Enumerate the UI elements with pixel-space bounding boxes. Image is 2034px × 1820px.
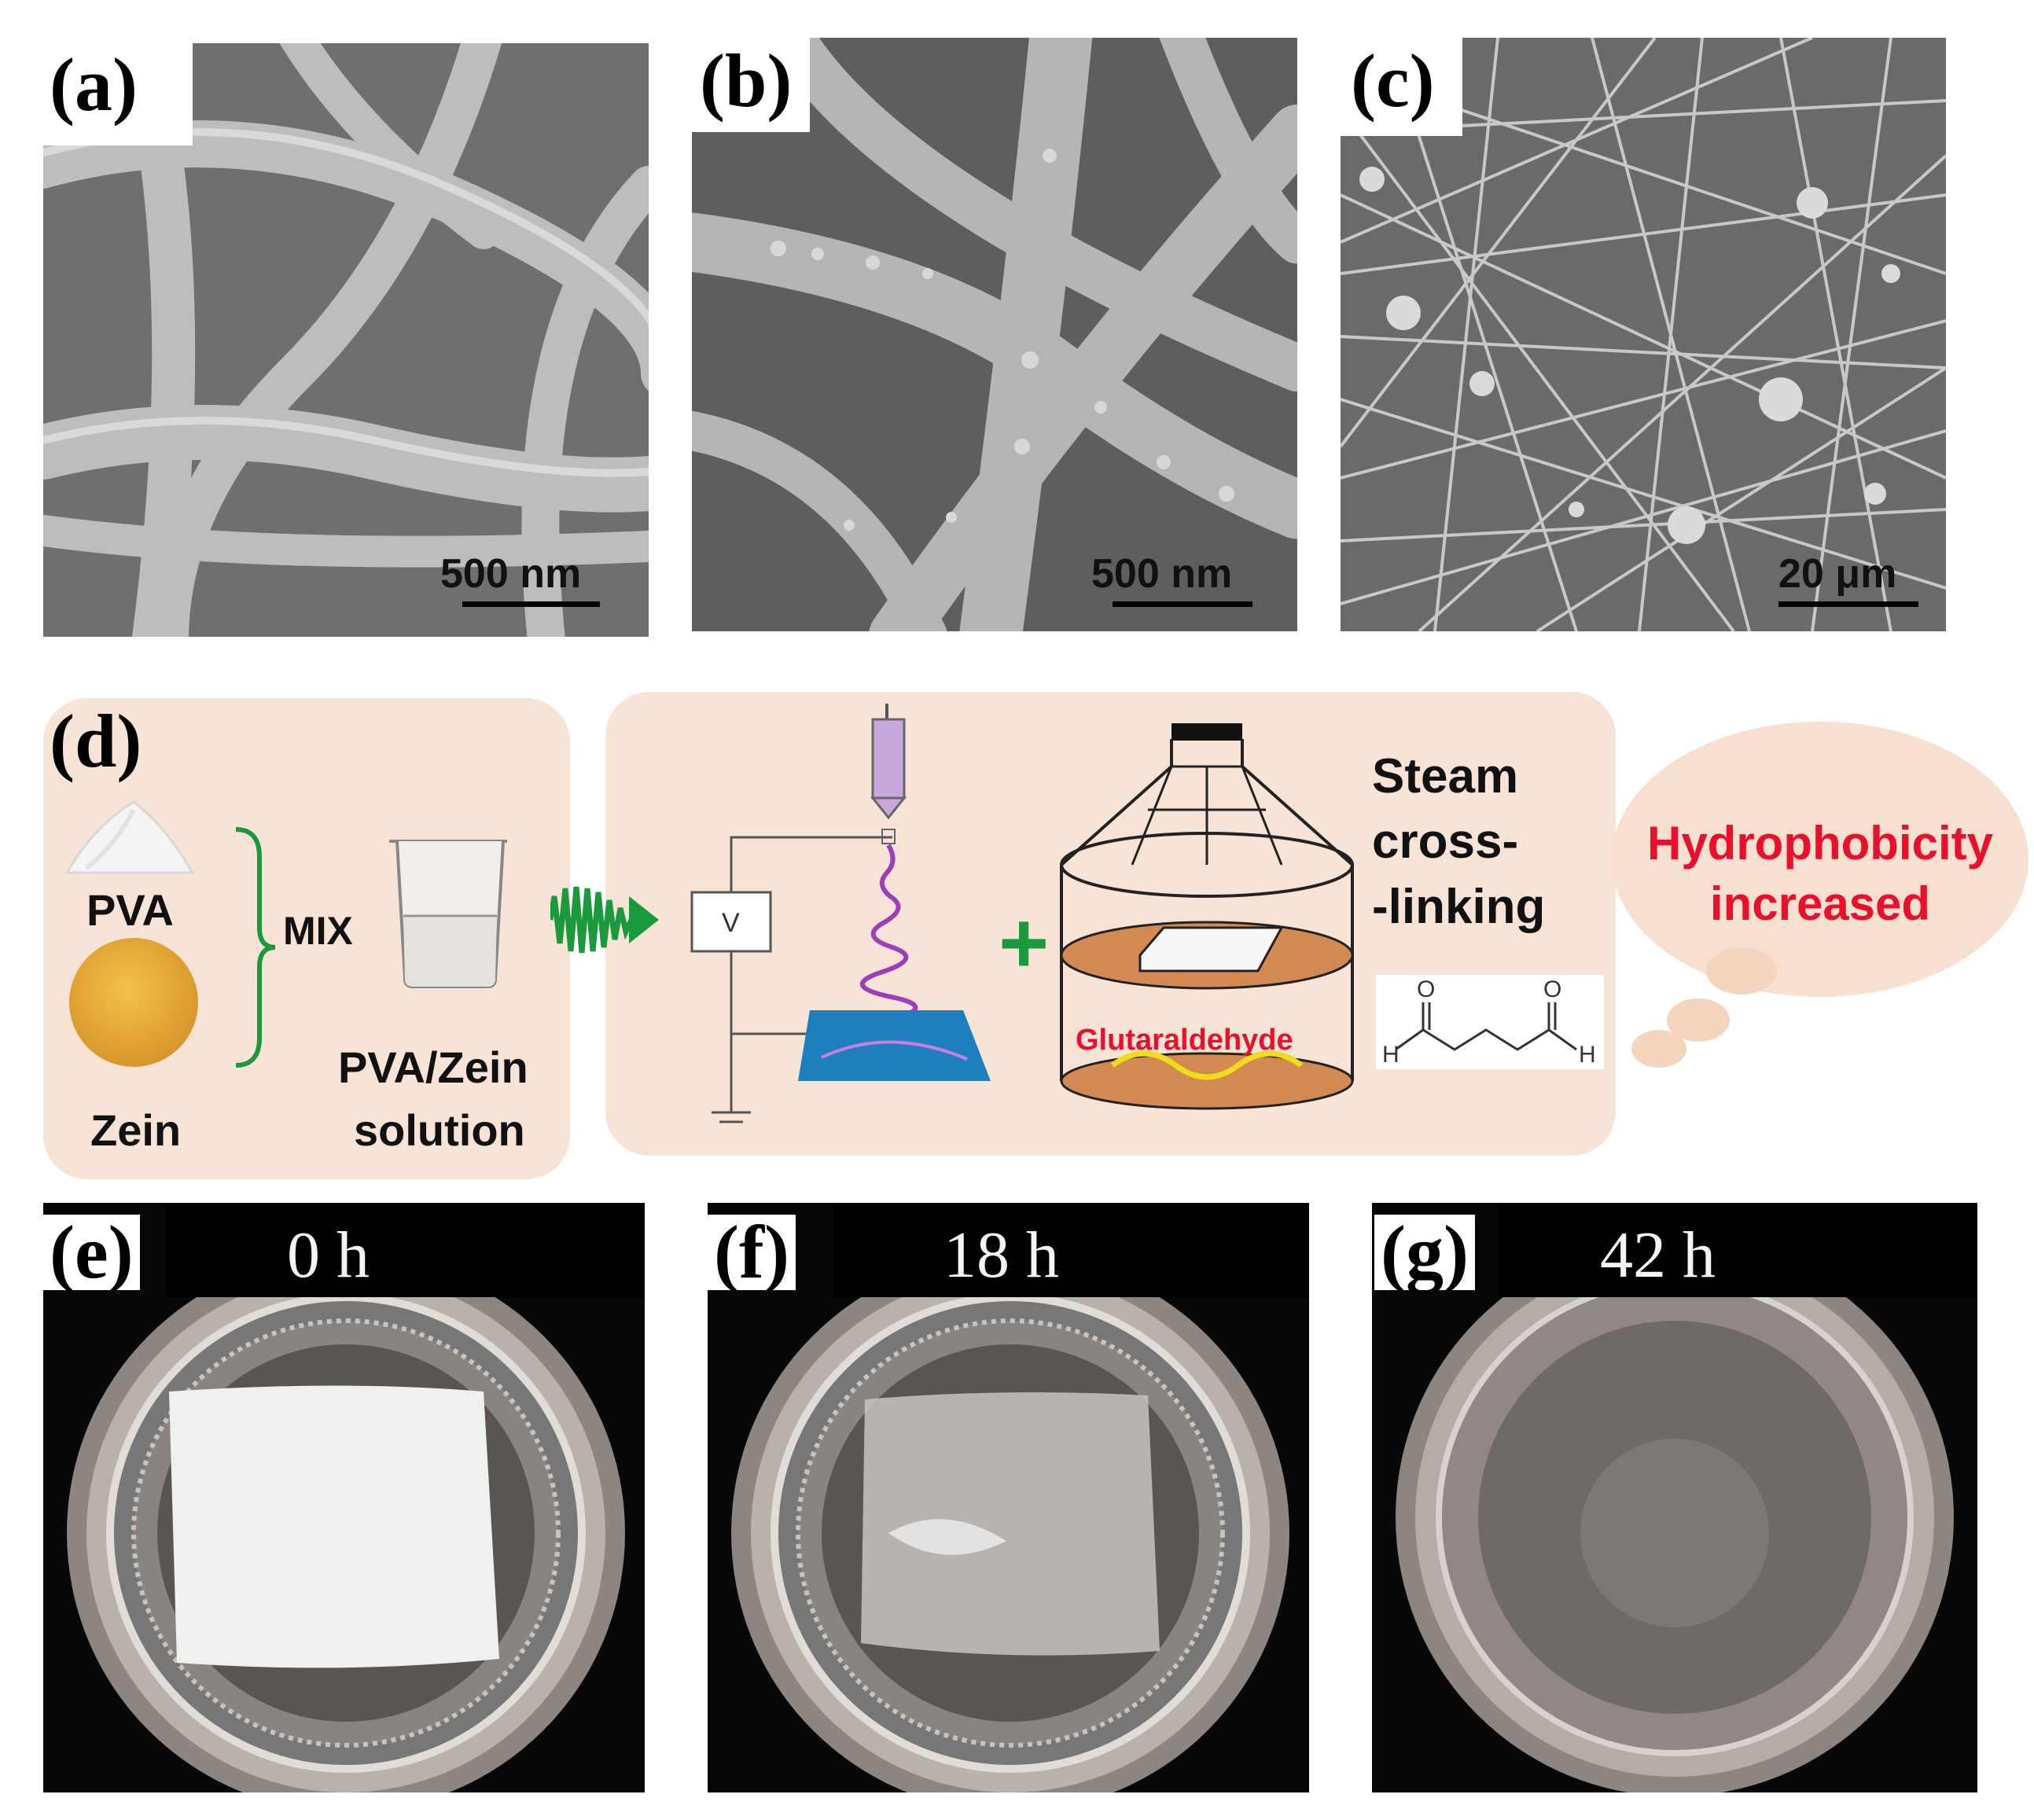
panel-label-b: (b) [693, 43, 799, 119]
time-label-e: 0 h [287, 1219, 370, 1292]
pva-label: PVA [86, 885, 174, 935]
solution-label-line2: solution [354, 1105, 525, 1155]
photo-e [43, 1203, 645, 1792]
voltage-label: V [722, 908, 740, 938]
dish-photo-g [1372, 1203, 1977, 1792]
scale-bar-c [1778, 601, 1918, 607]
pva-powder-icon [64, 800, 195, 874]
sem-image-c [1341, 38, 1946, 631]
scale-bar-b [1113, 601, 1252, 607]
nanofiber-texture-b [692, 38, 1297, 631]
sem-image-a [43, 43, 649, 637]
hydrogen-right: H [1579, 1042, 1596, 1068]
time-bar-f [833, 1203, 1309, 1297]
wave-arrow-icon [550, 886, 659, 954]
steam-label-line3: -linking [1372, 880, 1546, 934]
beaker-icon [389, 840, 507, 988]
oxygen-right: O [1543, 976, 1562, 1002]
photo-g [1372, 1203, 1977, 1792]
scale-bar-a [462, 601, 600, 607]
time-label-f: 18 h [943, 1219, 1059, 1292]
zein-label: Zein [90, 1105, 182, 1155]
steam-label-line1: Steam [1372, 749, 1519, 803]
panel-label-g: (g) [1374, 1215, 1475, 1290]
scale-label-b: 500 nm [1091, 551, 1233, 597]
oxygen-left: O [1417, 976, 1436, 1002]
panel-label-c: (c) [1344, 43, 1441, 119]
hydrogen-left: H [1382, 1042, 1400, 1068]
thought-dot-large [1706, 947, 1777, 995]
electrospinning-setup-icon [690, 704, 991, 1123]
curly-brace-icon [235, 827, 276, 1068]
mix-label: MIX [283, 909, 353, 953]
zein-powder-icon [69, 938, 198, 1067]
photo-f [708, 1203, 1309, 1792]
crosslinking-chamber-icon [1060, 723, 1354, 1110]
glutaraldehyde-structure: O O H H [1376, 975, 1604, 1069]
result-line2: increased [1709, 877, 1931, 930]
dish-photo-e [43, 1203, 645, 1792]
thought-dot-small [1631, 1030, 1686, 1068]
scale-label-c: 20 μm [1778, 551, 1897, 597]
time-bar-e [165, 1203, 645, 1297]
panel-label-e: (e) [43, 1215, 140, 1290]
steam-label-line2: cross- [1372, 814, 1519, 869]
molecule-icon [1395, 1002, 1577, 1051]
scale-label-a: 500 nm [440, 551, 582, 597]
nanofiber-texture-c [1341, 38, 1946, 631]
panel-label-f: (f) [708, 1215, 796, 1290]
solution-label-line1: PVA/Zein [338, 1042, 528, 1092]
time-label-g: 42 h [1600, 1219, 1716, 1292]
result-line1: Hydrophobicity [1646, 817, 1993, 870]
glutaraldehyde-label: Glutaraldehyde [1076, 1024, 1293, 1057]
sem-image-b [692, 38, 1297, 631]
plus-sign: + [999, 895, 1050, 991]
dish-photo-f [708, 1203, 1309, 1792]
panel-label-a: (a) [43, 47, 144, 123]
thought-bubble [1612, 722, 2028, 997]
time-bar-g [1498, 1203, 1977, 1297]
panel-label-d: (d) [50, 699, 142, 783]
